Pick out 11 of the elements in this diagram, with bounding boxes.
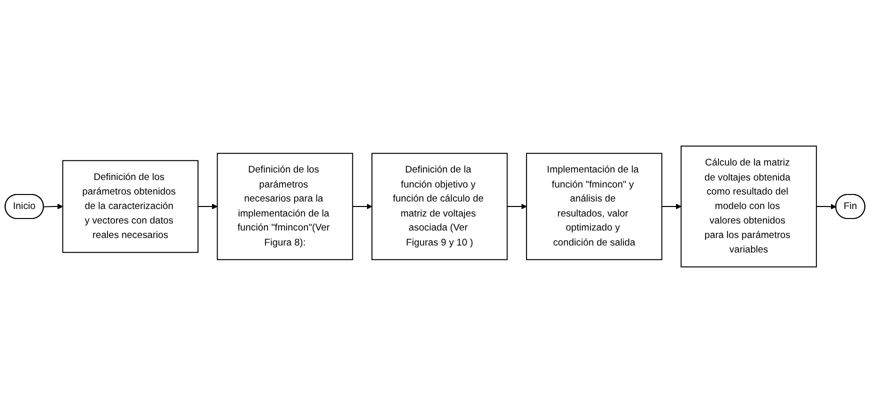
arrow <box>506 204 527 210</box>
arrow <box>198 204 218 210</box>
arrow <box>816 204 836 210</box>
node-box: Definición de los parámetros obtenidos de la caracterización y vectores con datos reales necesarios <box>62 160 198 253</box>
node-box: Implementación de la función "fmincon" y análisis de resultados, valor optimizado y condición de salida <box>526 152 662 260</box>
node-box: Cálculo de la matriz de voltajes obtenida como resultado del modelo con los valores obtenidos para los parámetros variables <box>680 146 817 268</box>
arrow <box>661 204 682 210</box>
node-box: Definición de los parámetros necesarios para la implementación de la función "fmincon"(Ver Figura 8): <box>216 152 354 260</box>
arrow <box>43 204 63 210</box>
node-box: Definición de la función objetivo y función de cálculo de matriz de voltajes asociada (Ver Figuras 9 y 10 ) <box>371 152 508 260</box>
arrow <box>352 204 372 210</box>
